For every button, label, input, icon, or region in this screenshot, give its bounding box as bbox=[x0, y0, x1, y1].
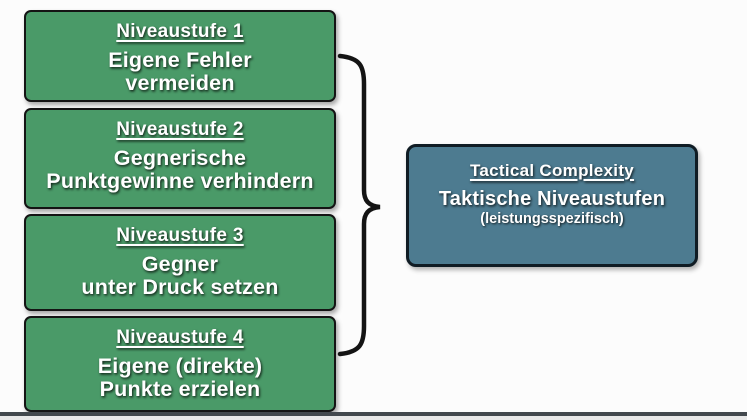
level-box-2: Niveaustufe 2 Gegnerische Punktgewinne v… bbox=[24, 108, 336, 209]
summary-title: Tactical Complexity bbox=[469, 161, 635, 180]
bottom-divider-bar bbox=[0, 412, 747, 416]
level-title: Niveaustufe 4 bbox=[116, 327, 244, 348]
summary-note: (leistungsspezifisch) bbox=[480, 211, 624, 227]
level-title: Niveaustufe 3 bbox=[116, 225, 244, 246]
level-box-1: Niveaustufe 1 Eigene Fehler vermeiden bbox=[24, 10, 336, 102]
level-body: Eigene (direkte) Punkte erzielen bbox=[26, 354, 334, 402]
level-body: Eigene Fehler vermeiden bbox=[26, 48, 334, 96]
summary-subtitle: Taktische Niveaustufen bbox=[438, 188, 666, 210]
level-body-line: Eigene Fehler bbox=[108, 48, 252, 72]
bottom-strip bbox=[0, 416, 747, 420]
level-body-line: Gegner bbox=[141, 252, 219, 276]
summary-box: Tactical Complexity Taktische Niveaustuf… bbox=[406, 144, 698, 267]
level-body-line: Punktgewinne verhindern bbox=[46, 169, 314, 194]
level-box-3: Niveaustufe 3 Gegner unter Druck setzen bbox=[24, 214, 336, 311]
level-title: Niveaustufe 1 bbox=[116, 21, 244, 42]
level-body-line: Gegnerische bbox=[113, 146, 247, 170]
level-body-line: Punkte erzielen bbox=[99, 377, 261, 402]
level-box-4: Niveaustufe 4 Eigene (direkte) Punkte er… bbox=[24, 316, 336, 412]
level-body: Gegnerische Punktgewinne verhindern bbox=[26, 146, 334, 194]
level-body-line: unter Druck setzen bbox=[81, 275, 279, 300]
level-title: Niveaustufe 2 bbox=[116, 119, 244, 140]
level-body-line: Eigene (direkte) bbox=[97, 354, 263, 378]
level-body-line: vermeiden bbox=[125, 71, 235, 96]
curly-brace-icon bbox=[337, 53, 381, 357]
level-body: Gegner unter Druck setzen bbox=[26, 252, 334, 300]
